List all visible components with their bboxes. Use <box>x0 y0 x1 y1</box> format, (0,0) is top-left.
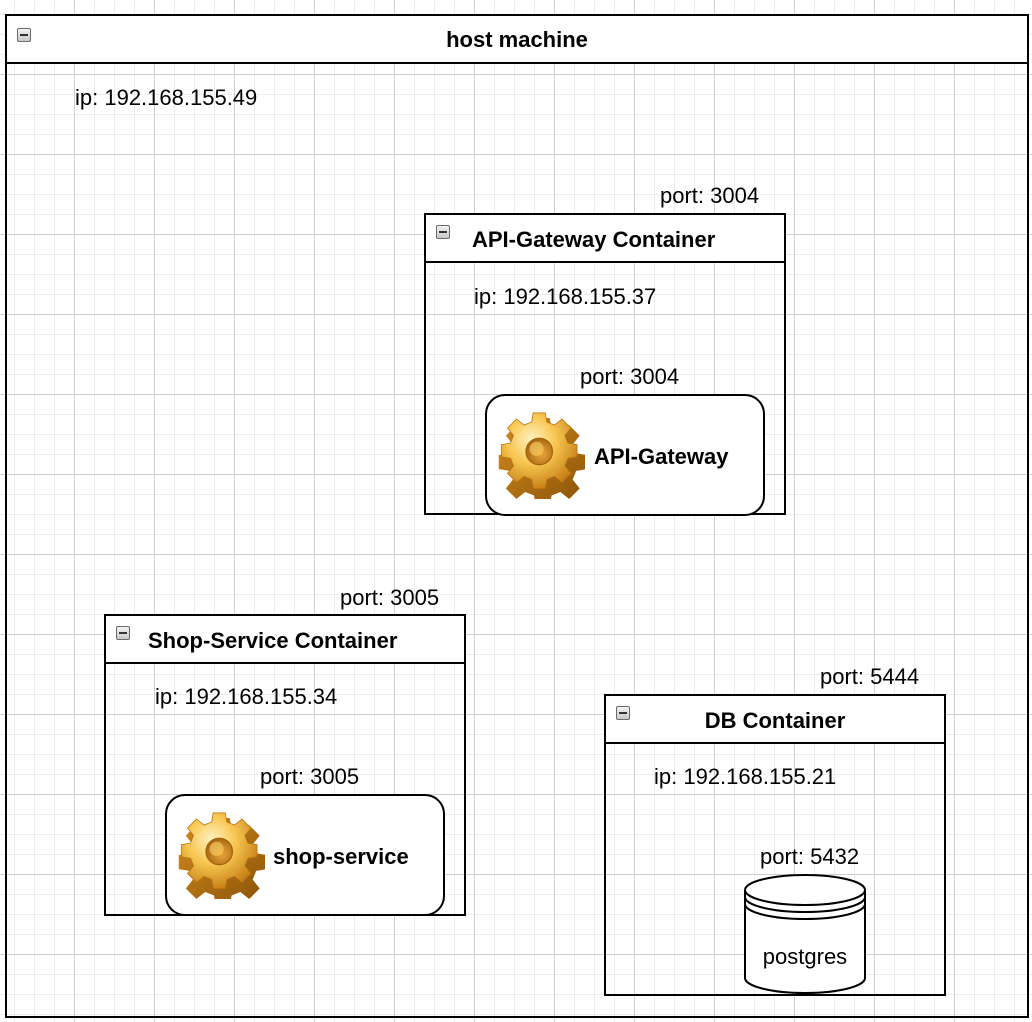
shop-service-port-label: port: 3005 <box>260 764 360 789</box>
collapse-icon[interactable] <box>116 626 130 640</box>
gateway-container-port-label: port: 3004 <box>660 183 760 208</box>
host-machine-title: host machine <box>446 27 588 52</box>
collapse-icon[interactable] <box>17 28 31 42</box>
shop-container-header[interactable]: Shop-Service Container <box>106 616 464 664</box>
gear-icon <box>178 812 265 899</box>
db-container-ip-label: ip: 192.168.155.21 <box>654 764 837 789</box>
gateway-service-name: API-Gateway <box>594 444 729 469</box>
db-container-port-label: port: 5444 <box>820 664 920 689</box>
shop-container-title: Shop-Service Container <box>148 628 398 653</box>
gateway-container-header[interactable]: API-Gateway Container <box>426 215 784 263</box>
gateway-container-title: API-Gateway Container <box>472 227 716 252</box>
collapse-icon[interactable] <box>616 706 630 720</box>
db-service-port-label: port: 5432 <box>760 844 860 869</box>
shop-container-port-label: port: 3005 <box>340 585 440 610</box>
host-machine-container[interactable]: host machine <box>5 14 1029 1018</box>
db-container-title: DB Container <box>704 708 846 733</box>
gateway-service-node[interactable]: API-Gateway <box>485 394 765 516</box>
shop-container[interactable]: Shop-Service Container <box>104 614 466 916</box>
gateway-service-port-label: port: 3004 <box>580 364 680 389</box>
gear-icon <box>498 412 585 499</box>
collapse-icon[interactable] <box>436 225 450 239</box>
db-service-name: postgres <box>762 944 848 969</box>
shop-service-name: shop-service <box>273 844 409 869</box>
shop-service-node[interactable]: shop-service <box>165 794 445 916</box>
database-cylinder-icon[interactable] <box>743 873 867 995</box>
gateway-container[interactable]: API-Gateway Container <box>424 213 786 515</box>
host-ip-label: ip: 192.168.155.49 <box>75 85 258 110</box>
gateway-container-ip-label: ip: 192.168.155.37 <box>474 284 657 309</box>
db-container[interactable]: DB Container <box>604 694 946 996</box>
db-container-header[interactable]: DB Container <box>606 696 944 744</box>
host-machine-header[interactable]: host machine <box>7 16 1027 64</box>
shop-container-ip-label: ip: 192.168.155.34 <box>155 684 338 709</box>
